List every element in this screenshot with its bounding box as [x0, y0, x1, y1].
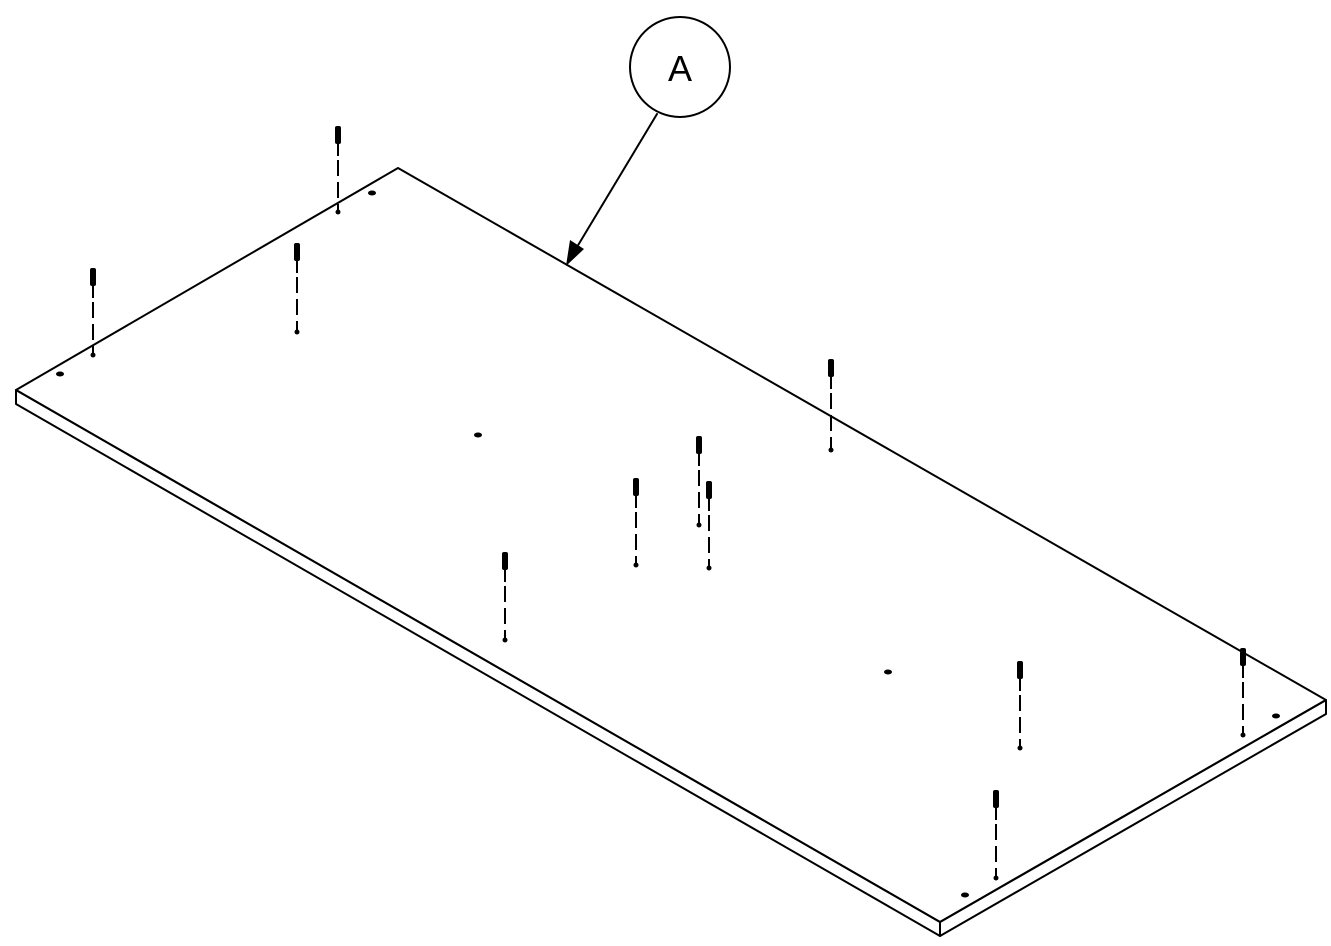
- callout-leader: [566, 113, 658, 266]
- screw-fastener: [294, 243, 300, 335]
- panel-top-face: [15, 167, 1327, 923]
- screw-body: [706, 481, 712, 499]
- screw-fastener: [1017, 661, 1023, 751]
- screw-fastener: [633, 478, 639, 568]
- insertion-point: [90, 352, 96, 358]
- screw-body: [993, 790, 999, 808]
- insertion-point: [828, 447, 834, 453]
- panel-holes: [56, 190, 1280, 898]
- screw-body: [1017, 661, 1023, 679]
- insertion-point: [294, 329, 300, 335]
- insertion-point: [1017, 745, 1023, 751]
- screw-fastener: [696, 436, 702, 528]
- panel-hole: [368, 190, 376, 196]
- insertion-point: [502, 637, 508, 643]
- panel-hole: [56, 371, 64, 377]
- panel-hole: [961, 892, 969, 898]
- insertion-point: [335, 209, 341, 215]
- screw-fastener: [335, 126, 341, 215]
- screw-fastener: [993, 790, 999, 881]
- insertion-point: [1240, 732, 1246, 738]
- screw-body: [828, 359, 834, 377]
- panel-hole: [884, 669, 892, 675]
- screw-fastener: [90, 268, 96, 358]
- screw-body: [90, 268, 96, 286]
- panel-plate: [15, 167, 1327, 937]
- insertion-point: [633, 562, 639, 568]
- screw-body: [633, 478, 639, 496]
- screw-body: [696, 436, 702, 454]
- screw-body: [335, 126, 341, 144]
- panel-left-edge: [15, 389, 941, 937]
- screw-fastener: [502, 552, 508, 643]
- screw-fastener: [1240, 648, 1246, 738]
- insertion-point: [706, 565, 712, 571]
- callout-label: A: [668, 48, 692, 89]
- insertion-point: [696, 522, 702, 528]
- screw-body: [294, 243, 300, 261]
- panel-hole: [474, 432, 482, 438]
- screw-body: [502, 552, 508, 570]
- callout-balloon-a: A: [629, 16, 731, 118]
- fasteners: [90, 126, 1246, 881]
- screw-fastener: [706, 481, 712, 571]
- screw-fastener: [828, 359, 834, 453]
- panel-hole: [1272, 713, 1280, 719]
- panel-right-edge: [939, 699, 1327, 937]
- insertion-point: [993, 875, 999, 881]
- screw-body: [1240, 648, 1246, 666]
